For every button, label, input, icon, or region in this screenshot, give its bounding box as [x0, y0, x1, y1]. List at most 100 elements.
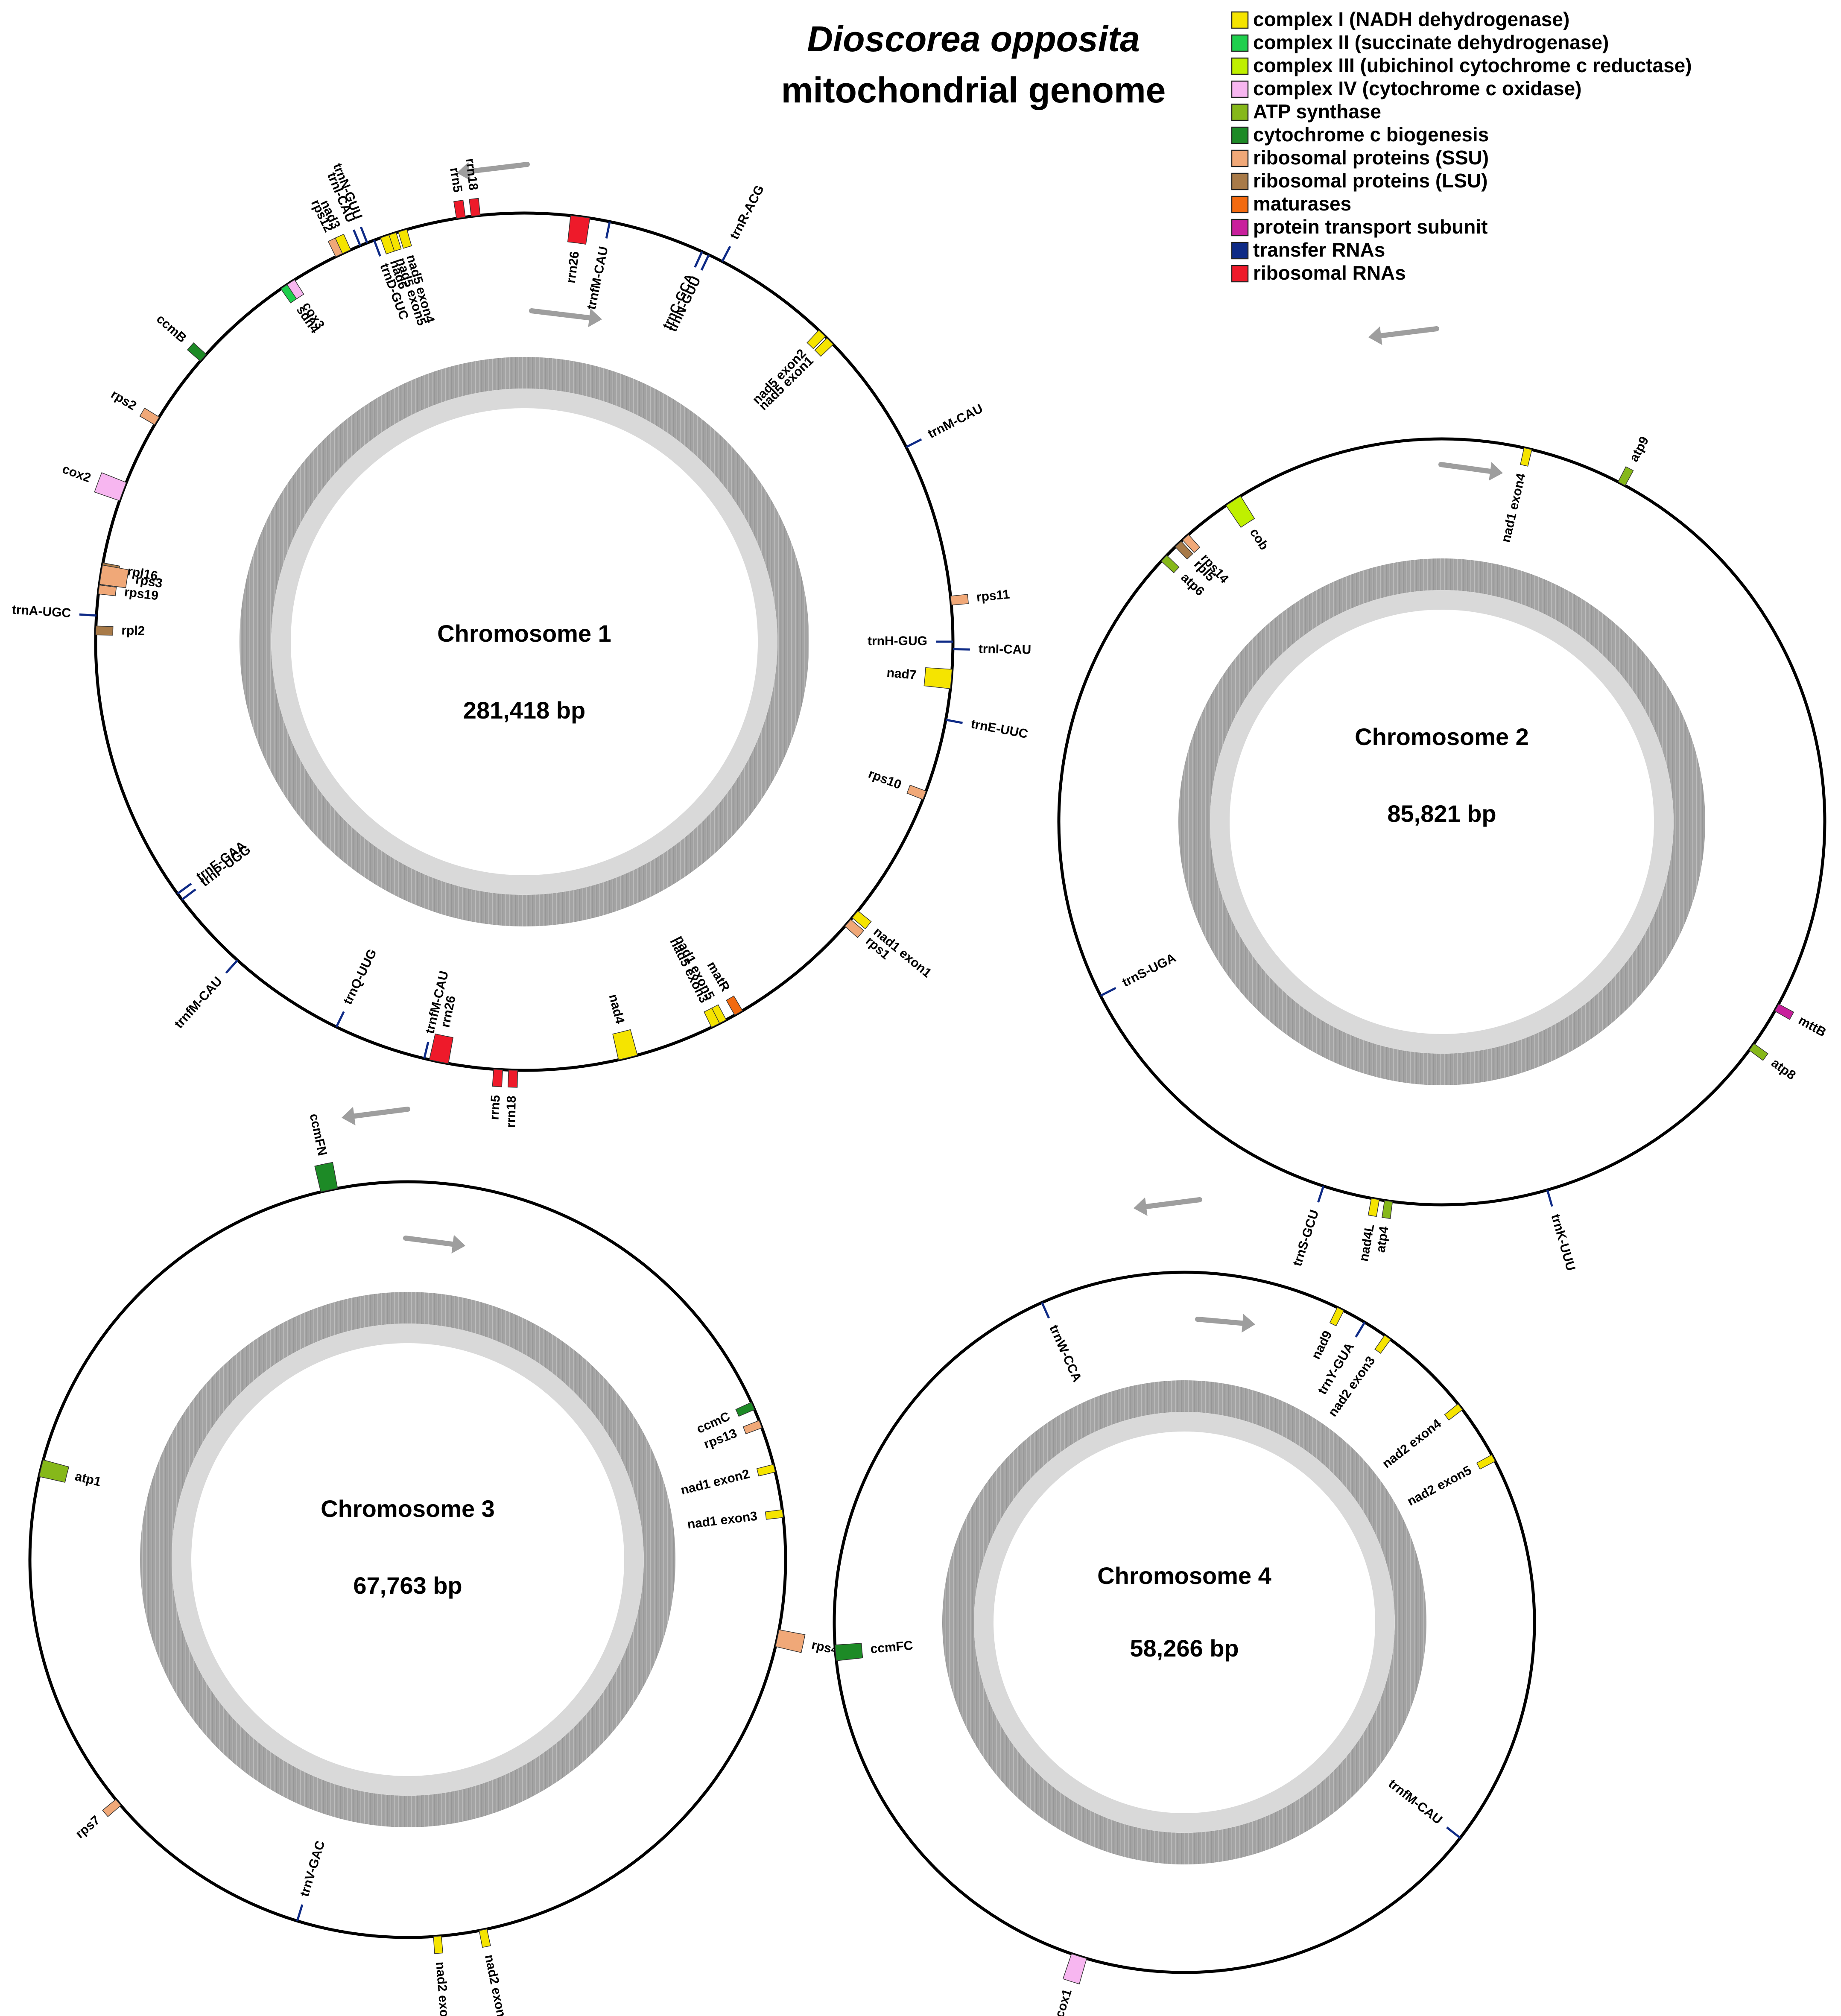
gene-block-atp [1749, 1043, 1768, 1061]
gene-block-lsu [1175, 541, 1193, 560]
gene-label: nad1 exon4 [1499, 472, 1528, 544]
gene-block-rrna [507, 1069, 518, 1088]
genome-backbone-circle [833, 1271, 1536, 1974]
legend-label-ptr: protein transport subunit [1253, 216, 1487, 238]
direction-arrow-right [1438, 462, 1503, 481]
gene-block-c1 [1368, 1198, 1380, 1217]
gene-mark-trna [225, 959, 239, 974]
gene-label: ccmFC [870, 1639, 914, 1657]
gene-label: atp1 [73, 1469, 102, 1489]
gene-block-ccm [314, 1162, 338, 1192]
genome-backbone-circle [1057, 437, 1826, 1207]
gene-label: rrn5 [487, 1095, 503, 1120]
gene-label: nad4L [1357, 1223, 1377, 1262]
legend-label-mat: maturases [1253, 193, 1351, 215]
gene-mark-trna [694, 251, 703, 268]
gene-mark-trna [945, 719, 963, 724]
gene-block-atp [1160, 555, 1180, 573]
gene-mark-trna [360, 226, 368, 243]
gene-block-c1 [1476, 1454, 1496, 1470]
gene-label: trnV-GAC [298, 1839, 328, 1899]
gene-label: trnI-CAU [979, 642, 1032, 657]
gc-inner-ring [974, 1412, 1395, 1833]
direction-arrow-left [342, 1107, 410, 1125]
gene-block-c1 [397, 229, 412, 249]
gene-mark-trna [906, 438, 922, 448]
legend-label-rrna: ribosomal RNAs [1253, 262, 1406, 284]
gene-block-c4 [1062, 1953, 1087, 1984]
gene-label: trnK-UUU [1548, 1213, 1578, 1272]
gene-block-c1 [1444, 1403, 1463, 1421]
gene-label: trnfM-CAU [1386, 1776, 1445, 1827]
gc-content-ring [240, 357, 809, 926]
gene-block-ccm [735, 1402, 755, 1417]
gene-block-atp [1617, 466, 1634, 486]
gene-label: rps2 [108, 387, 139, 413]
gene-label: trnfM-CAU [584, 245, 611, 311]
gene-block-c1 [380, 234, 395, 254]
gene-mark-trna [296, 1904, 304, 1922]
gene-label: rps7 [73, 1813, 103, 1841]
gene-mark-trna [177, 882, 192, 895]
gene-block-c3 [1225, 495, 1255, 528]
gene-mark-trna [79, 613, 97, 617]
legend-label-c4: complex IV (cytochrome c oxidase) [1253, 77, 1582, 99]
gene-label: rps10 [866, 767, 903, 792]
gene-block-rrna [469, 198, 481, 217]
gene-block-c1 [807, 330, 826, 349]
gene-mark-trna [335, 1011, 345, 1028]
gene-label: trnfM-CAU [172, 974, 225, 1031]
gene-label: nad9 [1309, 1329, 1335, 1362]
gene-block-ccm [834, 1643, 863, 1661]
legend-label-lsu: ribosomal proteins (LSU) [1253, 169, 1487, 192]
direction-arrow-left [1134, 1197, 1202, 1216]
gene-block-mat [726, 995, 743, 1016]
gene-mark-trna [1041, 1302, 1050, 1319]
gene-label: atp8 [1768, 1056, 1798, 1083]
chromosome-name: Chromosome 4 [1097, 1562, 1271, 1589]
gene-label: atp9 [1627, 434, 1651, 464]
gene-block-c1 [923, 667, 953, 689]
gene-block-c1 [814, 337, 834, 357]
gene-block-rrna [429, 1033, 454, 1064]
gene-mark-trna [1317, 1186, 1325, 1203]
gene-block-ssu [99, 564, 129, 588]
legend-swatch-c3 [1231, 57, 1249, 75]
gene-block-ssu [775, 1629, 806, 1653]
direction-arrow-left [1368, 326, 1439, 345]
chromosome-3: Chromosome 367,763 bpccmFNccmCrps13nad1 … [28, 1113, 840, 2016]
gene-block-ssu [102, 1799, 122, 1817]
legend-label-ssu: ribosomal proteins (SSU) [1253, 146, 1489, 169]
gene-block-ssu [742, 1420, 763, 1435]
gene-block-c1 [704, 1008, 720, 1028]
figure-title-genome: mitochondrial genome [781, 70, 1166, 110]
direction-arrow-right [1195, 1314, 1255, 1333]
gene-label: trnE-UUC [970, 717, 1029, 741]
gene-block-rrna [492, 1069, 503, 1087]
gene-block-ccm [187, 342, 207, 362]
gene-block-c1 [1329, 1307, 1344, 1326]
gene-block-c1 [1520, 447, 1532, 467]
gene-label: ccmB [154, 312, 189, 345]
gene-mark-trna [1355, 1321, 1366, 1338]
legend-swatch-c2 [1231, 34, 1249, 52]
gene-block-lsu [95, 625, 114, 636]
gene-block-atp [38, 1459, 70, 1483]
gene-block-ssu [1182, 534, 1201, 553]
figure-title-species: Dioscorea opposita [807, 19, 1140, 59]
gene-block-c1 [765, 1509, 784, 1520]
gene-label: rrn18 [504, 1096, 519, 1128]
gene-block-c1 [335, 234, 351, 254]
gene-label: rpl2 [121, 623, 145, 638]
chromosome-name: Chromosome 2 [1355, 723, 1529, 750]
gene-label: rrn18 [463, 158, 480, 191]
gene-mark-trna [605, 221, 611, 239]
gene-mark-trna [1446, 1826, 1461, 1839]
gc-inner-ring [172, 1324, 644, 1796]
legend-swatch-ccm [1231, 126, 1249, 144]
gene-label: nad2 exon2 [482, 1953, 510, 2016]
gene-label: nad1 exon2 [679, 1467, 751, 1498]
gene-block-c4 [94, 472, 127, 501]
